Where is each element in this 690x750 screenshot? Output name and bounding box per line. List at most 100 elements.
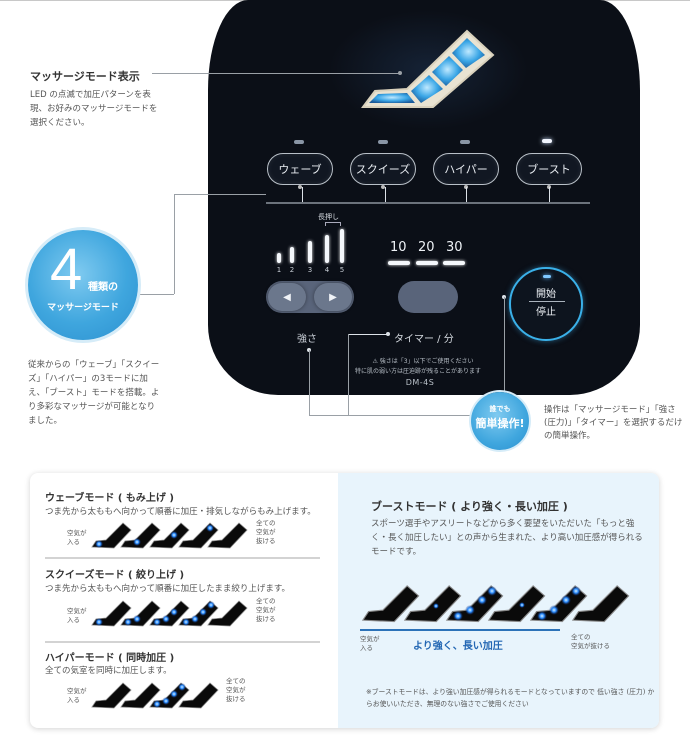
leader-dot: [386, 332, 390, 336]
led-wave: [294, 140, 304, 144]
timer-led-10: [388, 261, 410, 265]
warning-text: ⚠ 強さは「3」以下でご使用ください: [372, 358, 474, 365]
air-out-label: 全ての空気が抜ける: [256, 519, 276, 545]
leader-line-easy: [504, 297, 505, 397]
mode-explanation-card: ウェーブモード ( もみ上げ ) つま先から太ももへ向かって順番に加圧・排気しな…: [30, 473, 659, 728]
four-modes-badge: 4 種類の マッサージモード: [28, 230, 138, 340]
strength-level-label: 3: [307, 266, 313, 274]
strength-decrease-button[interactable]: ◀: [268, 283, 306, 311]
leader-line-easy: [348, 334, 349, 416]
timer-button[interactable]: [398, 281, 458, 313]
right-arrow-icon: ▶: [329, 291, 337, 303]
air-out-label: 全ての空気が抜ける: [571, 633, 610, 650]
squeeze-mode-button[interactable]: スクイーズ: [350, 153, 416, 189]
leader-line-easy: [309, 415, 471, 416]
easy-operation-body: 操作は「マッサージモード」「強さ(圧力)」「タイマー」を選択するだけの簡単操作。: [544, 405, 683, 441]
boost-mode-button[interactable]: ブースト: [516, 153, 582, 189]
air-in-label: 空気が入る: [360, 635, 380, 652]
four-modes-body: 従来からの「ウェーブ」「スクイーズ」「ハイパー」の3モードに加え、「ブースト」モ…: [28, 360, 160, 426]
leader-line-four: [174, 194, 266, 195]
bracket-line: [385, 187, 386, 202]
strength-bar-1: [277, 253, 281, 263]
button-label: ウェーブ: [278, 163, 322, 176]
separator: [45, 557, 320, 559]
badge-line1: 誰でも: [489, 405, 511, 413]
air-in-label: 空気が入る: [67, 687, 87, 704]
button-label: ブースト: [527, 163, 571, 176]
leader-line-easy: [309, 350, 310, 416]
wave-mode-leg-sequence-icon: [91, 522, 248, 549]
start-divider: [529, 301, 565, 302]
squeeze-mode-desc: つま先から太ももへ向かって順番に加圧したまま絞り上げます。: [45, 584, 290, 594]
badge-line2: 簡単操作!: [475, 417, 525, 430]
button-label: ハイパー: [444, 163, 488, 176]
easy-operation-badge: 誰でも 簡単操作!: [471, 392, 529, 450]
air-in-label: 空気が入る: [67, 529, 87, 546]
wave-mode-title: ウェーブモード ( もみ上げ ): [45, 493, 174, 504]
strength-level-label: 2: [289, 266, 295, 274]
timer-label: タイマー / 分: [394, 334, 454, 345]
badge-sub: マッサージモード: [47, 303, 119, 313]
led-squeeze: [378, 140, 388, 144]
badge-number: 4: [50, 237, 83, 302]
stop-label: 停止: [536, 307, 556, 318]
hyper-mode-desc: 全ての気室を同時に加圧します。: [45, 666, 172, 676]
button-label: スクイーズ: [355, 163, 411, 176]
boost-mode-title: ブーストモード ( より強く・長い加圧 ): [371, 500, 568, 513]
strength-control: ◀ ▶: [266, 281, 354, 313]
boost-mode-desc: スポーツ選手やアスリートなどから多く要望をいただいた「もっと強く・長く加圧したい…: [371, 519, 643, 557]
boost-note: ※ブーストモードは、より強い加圧感が得られるモードとなっていますので 低い強さ …: [366, 688, 655, 708]
power-led: [543, 275, 551, 278]
wave-mode-desc: つま先から太ももへ向かって順番に加圧・排気しながらもみ上げます。: [45, 507, 316, 517]
long-press-bracket: [325, 222, 341, 226]
bracket-line: [302, 187, 303, 202]
timer-option-20: 20: [418, 240, 435, 255]
boost-section: ブーストモード ( より強く・長い加圧 ) スポーツ選手やアスリートなどから多く…: [338, 473, 659, 728]
start-stop-button[interactable]: 開始 停止: [509, 267, 583, 341]
boost-duration-line: [360, 629, 560, 631]
led-hyper: [460, 140, 470, 144]
badge-kind: 種類の: [88, 282, 118, 293]
leader-line-four: [140, 294, 174, 295]
display-callout-title: マッサージモード表示: [30, 70, 140, 83]
timer-option-10: 10: [390, 240, 407, 255]
air-in-label: 空気が入る: [67, 607, 87, 624]
air-out-label: 全ての空気が抜ける: [226, 677, 246, 703]
led-boost: [542, 139, 552, 143]
strength-bar-2: [290, 247, 294, 263]
model-number: DM-4S: [405, 378, 435, 387]
strength-increase-button[interactable]: ▶: [314, 283, 352, 311]
bracket-line: [466, 187, 467, 202]
strength-bar-4: [325, 235, 329, 263]
start-label: 開始: [536, 289, 556, 300]
separator: [45, 641, 320, 643]
strength-level-label: 1: [276, 266, 282, 274]
hyper-mode-title: ハイパーモード ( 同時加圧 ): [45, 653, 175, 664]
timer-led-20: [416, 261, 438, 265]
hyper-mode-leg-sequence-icon: [91, 682, 219, 709]
panel-divider: [266, 202, 590, 204]
boost-mode-leg-sequence-icon: [362, 585, 630, 623]
left-arrow-icon: ◀: [283, 291, 291, 303]
display-callout-body: LED の点滅で加圧パターンを表現、お好みのマッサージモードを選択ください。: [30, 90, 158, 128]
leader-dot: [398, 71, 402, 75]
timer-option-30: 30: [446, 240, 463, 255]
timer-led-30: [443, 261, 465, 265]
wave-mode-button[interactable]: ウェーブ: [267, 153, 333, 189]
leg-led-display-icon: [361, 29, 495, 108]
hyper-mode-button[interactable]: ハイパー: [433, 153, 499, 189]
leader-line-easy: [348, 334, 388, 335]
strength-label: 強さ: [297, 334, 317, 345]
long-press-label: 長押し: [318, 213, 339, 221]
boost-emphasis-label: より強く、長い加圧: [413, 641, 503, 652]
warning-text: 特に肌の弱い方は圧迫跡が残ることがあります: [354, 368, 481, 375]
strength-bar-5: [340, 229, 344, 263]
squeeze-mode-title: スクイーズモード ( 絞り上げ ): [45, 570, 185, 581]
strength-bar-3: [308, 241, 312, 263]
strength-level-label: 5: [339, 266, 345, 274]
leader-line-display: [152, 73, 400, 74]
squeeze-mode-leg-sequence-icon: [91, 600, 248, 627]
leader-line-four: [174, 194, 175, 294]
strength-level-label: 4: [324, 266, 330, 274]
air-out-label: 全ての空気が抜ける: [256, 597, 276, 623]
